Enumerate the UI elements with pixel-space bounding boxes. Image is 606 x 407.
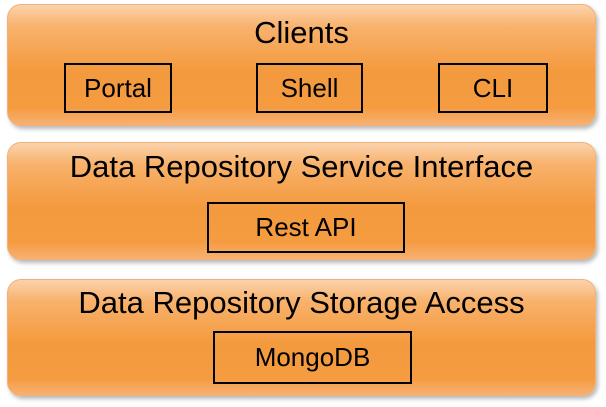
mongodb-box: MongoDB [213,331,412,384]
service-interface-layer-title: Data Repository Service Interface [69,149,534,184]
rest-api-box: Rest API [207,202,405,253]
storage-access-layer: Data Repository Storage Access MongoDB [7,279,596,396]
cli-box: CLI [438,63,548,113]
clients-layer-title: Clients [254,15,349,50]
portal-box: Portal [64,63,172,113]
service-interface-layer: Data Repository Service Interface Rest A… [7,142,596,260]
shell-box: Shell [256,63,363,113]
clients-layer: Clients Portal Shell CLI [7,4,596,126]
storage-access-layer-title: Data Repository Storage Access [78,285,525,320]
